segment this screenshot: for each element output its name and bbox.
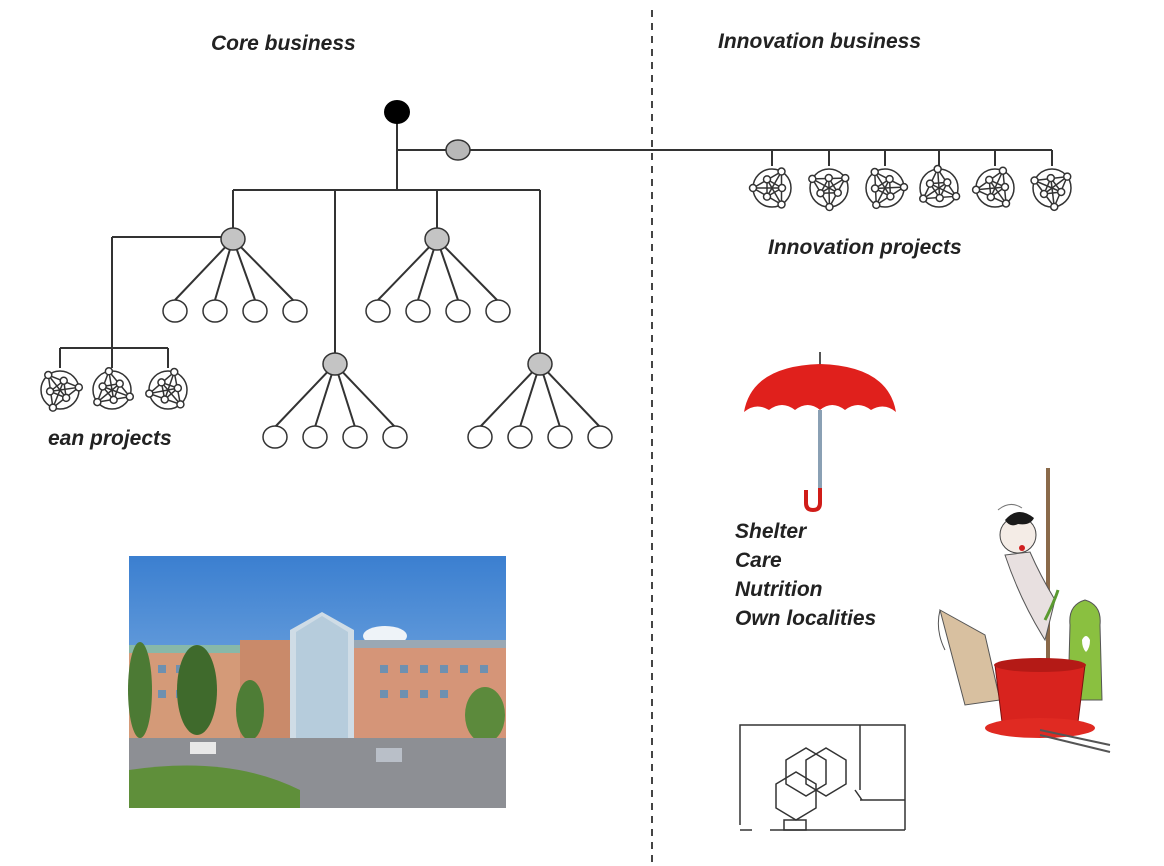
value-item-nutrition: Nutrition [735,578,823,601]
hub-nodes [220,227,553,376]
project-network-icon [145,367,188,410]
floor-plan-icon [739,724,906,831]
project-network-icon [748,167,792,209]
project-network-icon [1030,168,1072,212]
project-network-icon [865,167,909,210]
project-network-icon [40,370,84,412]
value-item-shelter: Shelter [735,520,807,543]
value-item-own-localities: Own localities [735,607,877,630]
core-business-title: Core business [211,32,356,55]
connector-lines [59,120,1053,428]
project-network-icon [808,168,850,212]
values-list: Shelter Care Nutrition Own localities [735,517,876,633]
leaf-nodes [162,299,613,449]
innovation-business-title: Innovation business [718,30,922,53]
top-node [384,100,410,124]
hospital-photo [128,556,506,808]
project-network-icon [971,166,1015,208]
project-network-icon [92,367,135,410]
umbrella-icon [744,352,896,513]
innovation-projects-label: Innovation projects [768,236,962,259]
value-item-care: Care [735,549,782,572]
lean-projects-label: ean projects [48,427,172,450]
plant-pot-illustration [937,468,1111,753]
project-network-icons [40,164,1072,412]
project-network-icon [919,164,961,208]
innovation-hub-node [445,139,471,161]
